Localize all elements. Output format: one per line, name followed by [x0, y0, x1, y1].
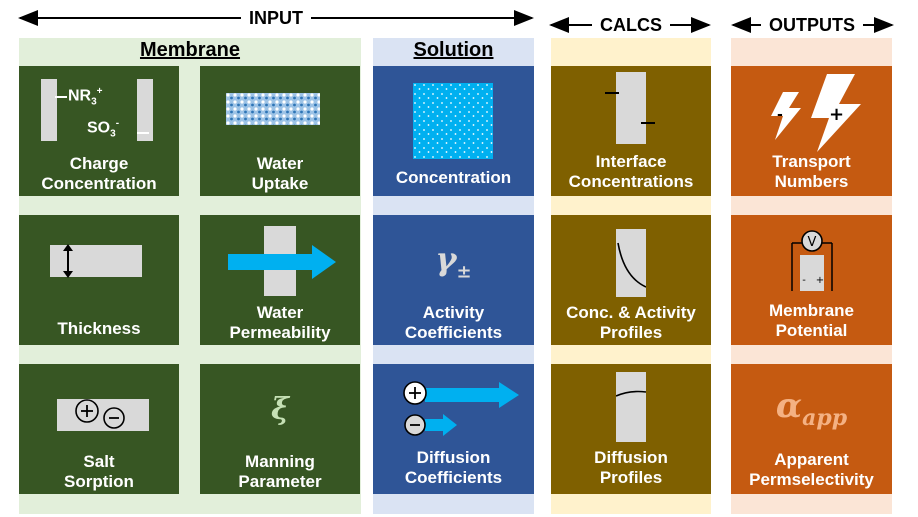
diffusion-coefficients-label-1: Diffusion [416, 448, 491, 467]
apparent-permselectivity-box: αapp Apparent Permselectivity [731, 364, 892, 494]
svg-text:-: - [777, 107, 783, 123]
interface-label-2: Concentrations [568, 172, 694, 191]
charge-concentration-box: NR3+ SO3- Charge Concentration [19, 66, 179, 196]
interface-concentrations-box: Interface Concentrations [551, 66, 711, 196]
right-interface-mark [641, 122, 655, 124]
activity-label-1: Activity [422, 303, 485, 322]
concentration-label: Concentration [395, 168, 512, 187]
membrane-potential-box: V - + Membrane Potential [731, 215, 892, 345]
manning-label-1: Manning [245, 452, 315, 471]
water-permeability-label-1: Water [256, 303, 304, 322]
membrane-strip-right [137, 79, 153, 141]
membrane-subheader: Membrane [139, 39, 241, 61]
profiles-label-2: Profiles [599, 323, 663, 342]
potential-label-1: Membrane [768, 301, 855, 320]
membrane-strip-left [41, 79, 57, 141]
charge-concentration-label-1: Charge [69, 154, 129, 173]
potential-label-2: Potential [775, 321, 848, 340]
voltmeter-circuit-icon: V - + [791, 230, 833, 291]
thickness-label: Thickness [57, 319, 141, 338]
so3-label: SO3- [87, 118, 120, 140]
manning-label-2: Parameter [238, 472, 322, 491]
water-permeability-box: Water Permeability [200, 215, 360, 345]
thickness-box: Thickness [19, 215, 179, 345]
hydrated-membrane-icon [226, 93, 320, 125]
thickness-arrow-icon [63, 244, 73, 278]
permselectivity-label-2: Permselectivity [749, 470, 874, 489]
xi-symbol: ξ [271, 392, 289, 427]
activity-coefficients-box: γ± Activity Coefficients [373, 215, 534, 345]
left-interface-mark [605, 92, 619, 94]
salt-sorption-label-2: Sorption [64, 472, 134, 491]
transport-numbers-box: - + Transport Numbers [731, 66, 892, 196]
water-uptake-label-2: Uptake [251, 174, 309, 193]
svg-text:+: + [816, 275, 824, 286]
diffusion-profiles-label-2: Profiles [599, 468, 663, 487]
ion-pair-icon [75, 399, 125, 429]
interface-label-1: Interface [595, 152, 667, 171]
solution-dots-icon [413, 83, 493, 159]
salt-sorption-box: Salt Sorption [19, 364, 179, 494]
svg-text:+: + [829, 104, 844, 125]
charge-concentration-label-2: Concentration [41, 174, 157, 193]
transport-label-2: Numbers [774, 172, 849, 191]
manning-parameter-box: ξ Manning Parameter [200, 364, 360, 494]
diffusion-profile-icon [616, 390, 646, 397]
salt-sorption-label-1: Salt [83, 452, 115, 471]
activity-label-2: Coefficients [404, 323, 503, 342]
water-uptake-label-1: Water [256, 154, 304, 173]
gamma-symbol: γ± [435, 240, 472, 283]
diffusion-coefficients-box: Diffusion Coefficients [373, 364, 534, 494]
svg-text:-: - [802, 275, 806, 286]
profiles-label-1: Conc. & Activity [566, 303, 696, 322]
ion-diffusion-arrows-icon [403, 381, 519, 436]
membrane-slab [57, 399, 149, 431]
concentration-box: Concentration [373, 66, 534, 196]
transport-label-1: Transport [772, 152, 851, 171]
decay-profile-icon [617, 242, 646, 288]
water-uptake-box: Water Uptake [200, 66, 360, 196]
diffusion-profiles-label-1: Diffusion [594, 448, 668, 467]
solution-subheader: Solution [413, 39, 494, 61]
conc-activity-profiles-box: Conc. & Activity Profiles [551, 215, 711, 345]
permselectivity-label-1: Apparent [774, 450, 849, 469]
svg-text:V: V [808, 235, 817, 250]
alpha-app-symbol: αapp [775, 386, 848, 431]
nr3-label: NR3+ [68, 86, 103, 108]
diffusion-coefficients-label-2: Coefficients [404, 468, 503, 487]
membrane-slab [616, 372, 646, 442]
water-permeability-label-2: Permeability [229, 323, 331, 342]
diffusion-profiles-box: Diffusion Profiles [551, 364, 711, 494]
water-flow-arrow-icon [228, 245, 336, 279]
lightning-bolts-icon: - + [771, 74, 861, 152]
membrane-slab [616, 229, 646, 297]
membrane-slab [616, 72, 646, 144]
